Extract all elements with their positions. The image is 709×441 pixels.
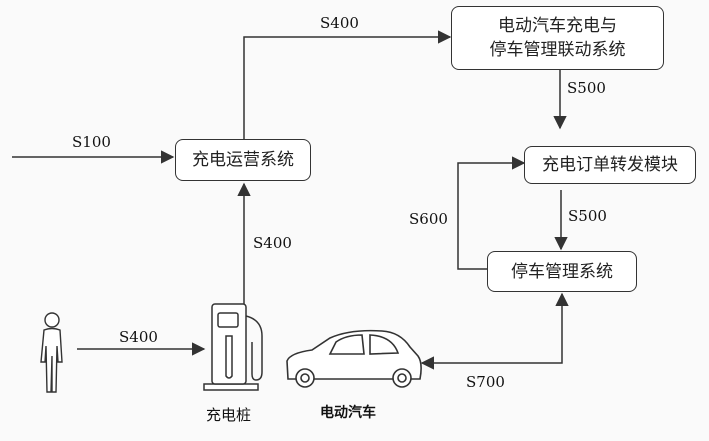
step-label-s100: S100 [72,133,111,151]
step-label-s400-top: S400 [320,14,359,32]
parking-management-box: 停车管理系统 [487,251,637,292]
car-icon [286,329,422,388]
parking-management-label: 停车管理系统 [511,261,613,282]
arrow-s600 [457,156,526,270]
arrow-s400-top [243,30,452,142]
electric-vehicle-caption: 电动汽车 [320,405,376,421]
person-icon [40,312,63,393]
order-forwarding-label: 充电订单转发模块 [542,155,678,175]
arrow-s700 [420,292,569,370]
step-label-s500-mid: S500 [568,207,607,225]
step-label-s600: S600 [409,210,448,228]
step-label-s400-person: S400 [119,328,158,346]
charging-operation-box: 充电运营系统 [175,139,311,181]
charging-operation-label: 充电运营系统 [192,150,294,170]
linkage-system-line2: 停车管理联动系统 [489,40,626,60]
charging-pile-caption: 充电桩 [206,406,252,424]
step-label-s400-vertical: S400 [253,234,292,252]
linkage-system-line1: 电动汽车充电与 [498,16,617,36]
charging-pile-icon [203,303,263,391]
step-label-s500-top: S500 [567,79,606,97]
step-label-s700: S700 [466,373,505,391]
linkage-system-box: 电动汽车充电与 停车管理联动系统 [451,6,664,70]
order-forwarding-box: 充电订单转发模块 [524,146,696,184]
